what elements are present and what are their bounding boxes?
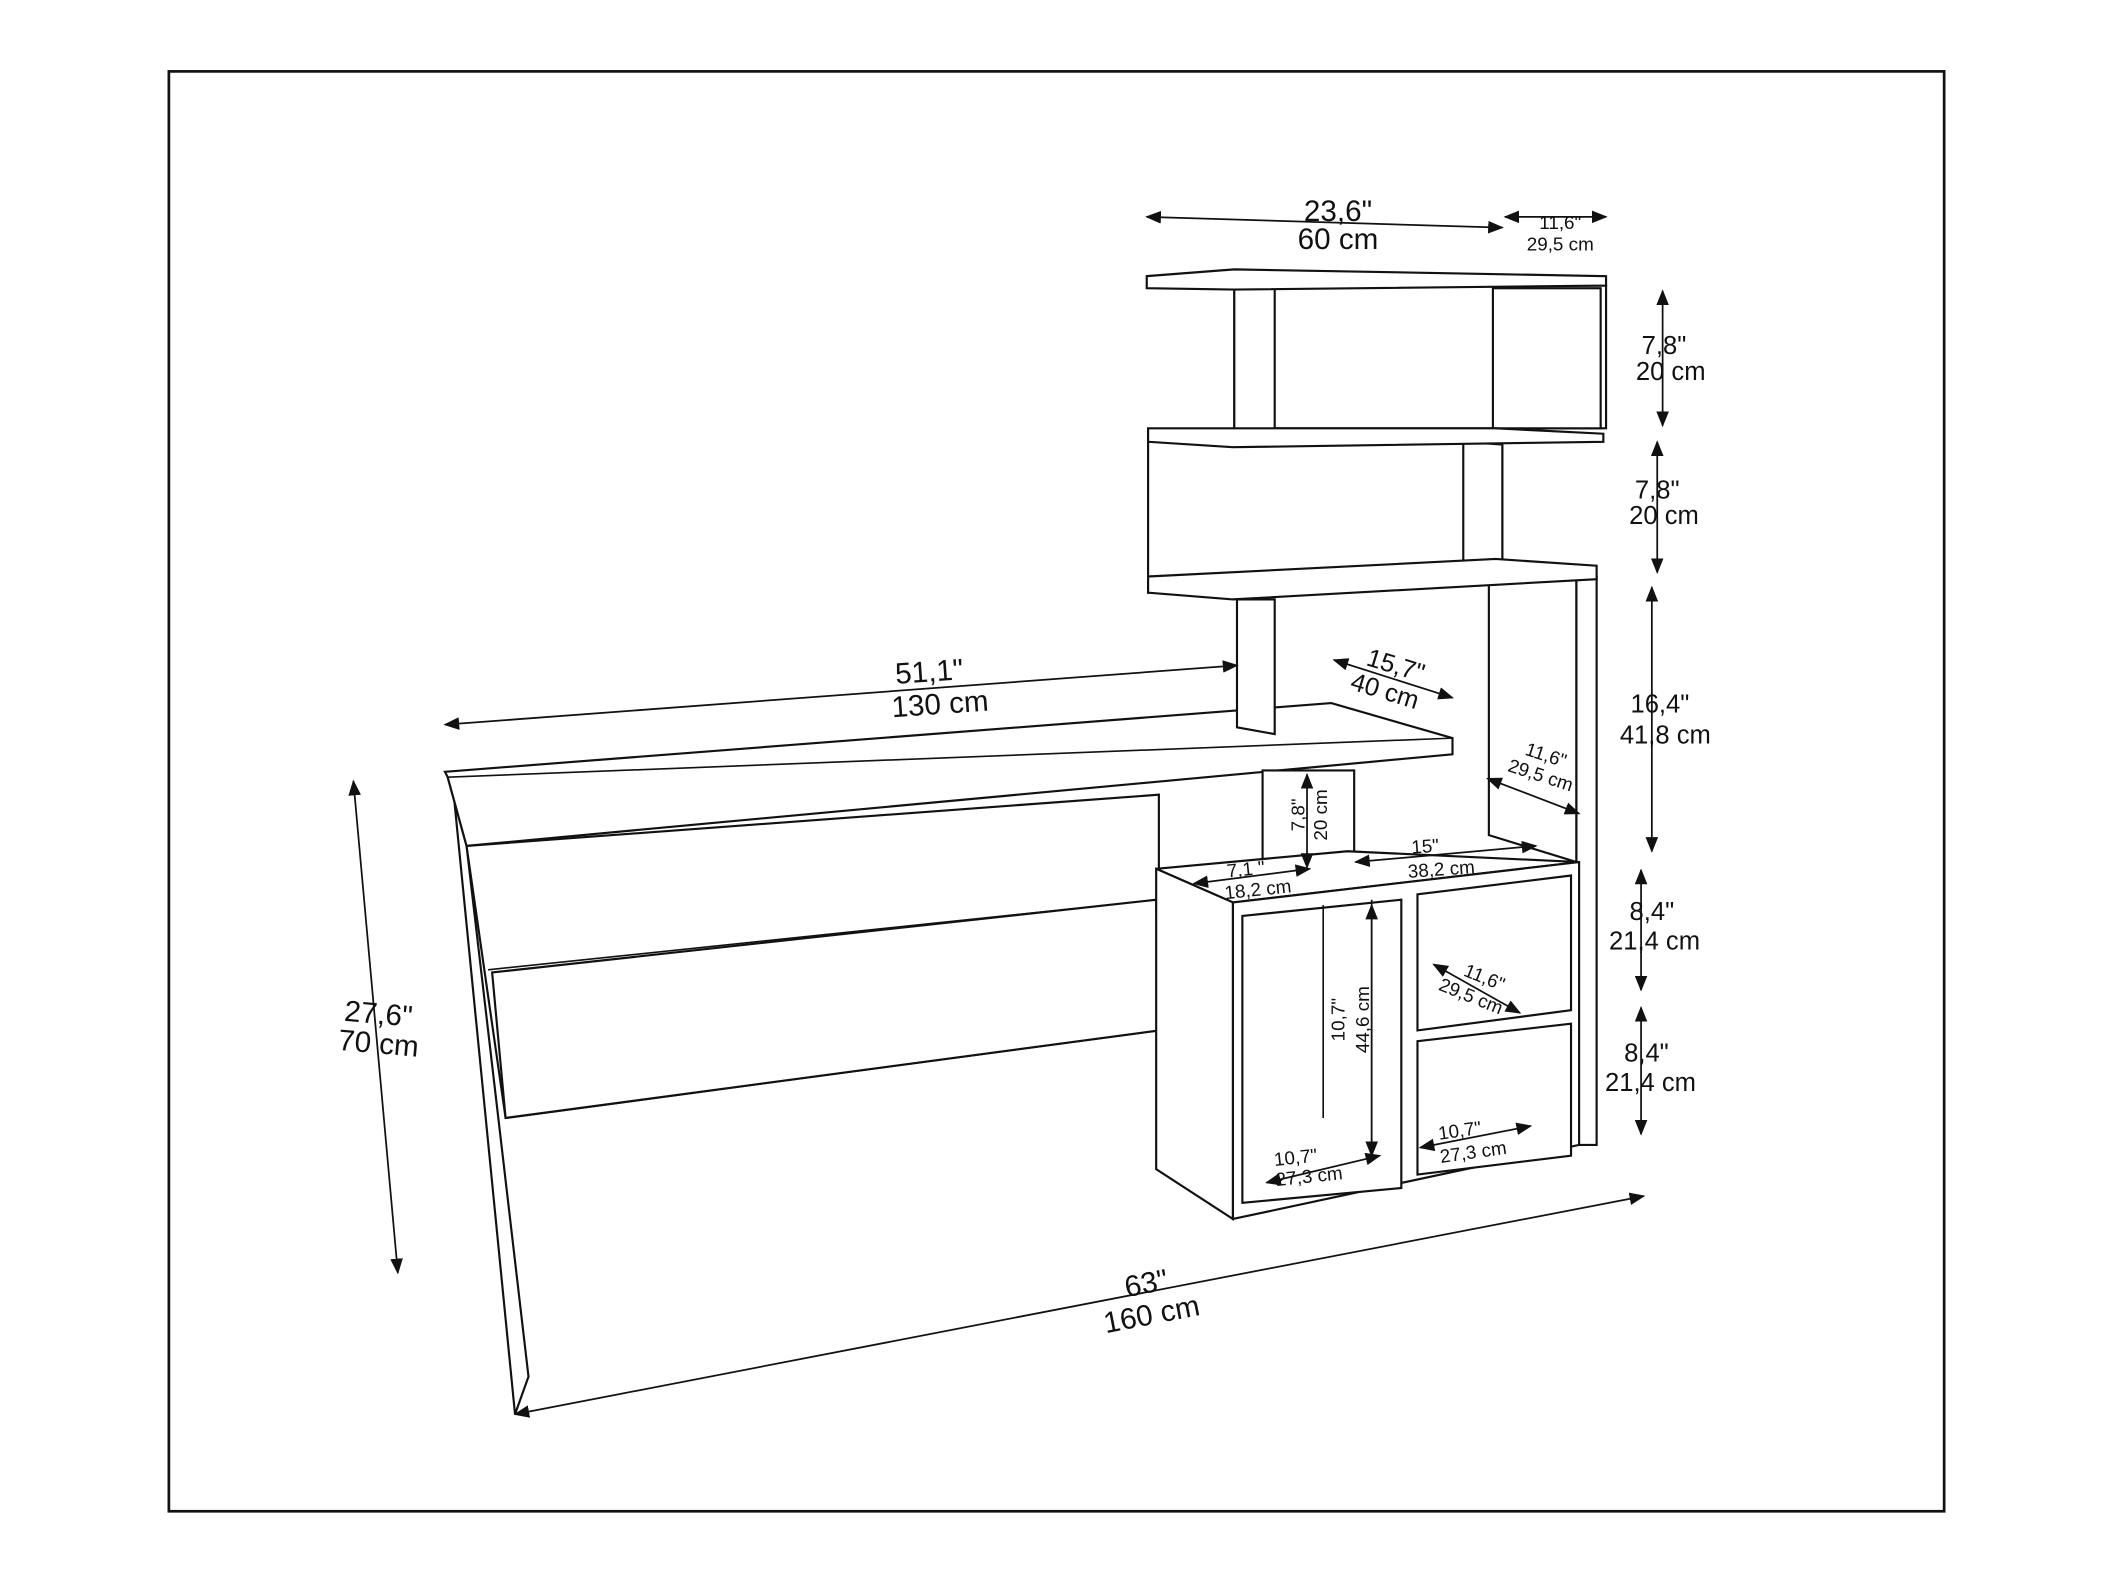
cabinet-top-width-in: 15" xyxy=(1411,835,1440,858)
shelf1-height-in: 7,8" xyxy=(1642,332,1687,360)
cube2-height-cm: 21,4 cm xyxy=(1605,1069,1696,1097)
tall-comp-height-cm: 44,6 cm xyxy=(1352,986,1373,1053)
tower-gap-height-in: 16,4" xyxy=(1630,691,1689,719)
dimension-lines xyxy=(348,210,1669,1418)
cube2-height-in: 8,4" xyxy=(1624,1039,1669,1067)
tower-gap-height-cm: 41,8 cm xyxy=(1620,722,1711,750)
cube1-height-in: 8,4" xyxy=(1630,898,1675,926)
desk-width-cm: 130 cm xyxy=(890,685,989,725)
top-width-in: 23,6" xyxy=(1304,195,1372,228)
shelf1-height-cm: 20 cm xyxy=(1636,358,1706,386)
small-gap-in: 7,8" xyxy=(1287,798,1308,831)
shelf2-height-cm: 20 cm xyxy=(1629,502,1699,530)
total-width-in: 63" xyxy=(1122,1263,1171,1304)
total-height-in: 27,6" xyxy=(343,995,414,1034)
frame xyxy=(167,70,1946,1513)
small-gap-cm: 20 cm xyxy=(1310,789,1331,840)
top-width-cm: 60 cm xyxy=(1298,223,1379,256)
cube1-height-cm: 21,4 cm xyxy=(1609,928,1700,956)
furniture-drawing xyxy=(443,268,1608,1415)
tall-comp-height-in: 10,7" xyxy=(1328,998,1349,1041)
small-shelf-width-in: 7,1 " xyxy=(1226,857,1266,882)
tall-comp-width-in: 10,7" xyxy=(1273,1145,1318,1170)
desk-width-in: 51,1" xyxy=(894,653,964,691)
shelf2-height-in: 7,8" xyxy=(1635,476,1680,504)
top-depth-in: 11,6" xyxy=(1539,212,1581,233)
cabinet-top-width-cm: 38,2 cm xyxy=(1407,856,1475,882)
total-width-cm: 160 cm xyxy=(1101,1289,1203,1340)
top-depth-cm: 29,5 cm xyxy=(1527,234,1594,255)
total-height-cm: 70 cm xyxy=(337,1024,420,1064)
